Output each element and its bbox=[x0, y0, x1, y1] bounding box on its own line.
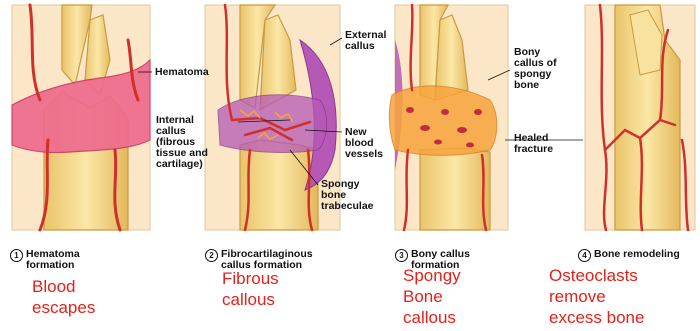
step-2-number: 2 bbox=[205, 249, 218, 262]
panel-2-illustration bbox=[205, 5, 340, 230]
panel-3-illustration bbox=[389, 5, 508, 230]
panel-3-bone-shaft-lower bbox=[420, 148, 490, 230]
panel-3-bony-callus bbox=[389, 86, 496, 155]
step-1-text: Hematoma formation bbox=[26, 249, 80, 271]
caption-osteoclasts: Osteoclasts remove excess bone bbox=[549, 265, 644, 328]
step-3-number: 3 bbox=[395, 249, 408, 262]
label-external-callus: External callus bbox=[345, 30, 386, 52]
label-bony-callus: Bony callus of spongy bone bbox=[514, 47, 557, 91]
step-4-text: Bone remodeling bbox=[594, 249, 680, 260]
panel-1-illustration bbox=[12, 5, 150, 230]
panel-4-illustration bbox=[585, 5, 695, 230]
label-new-blood-vessels: New blood vessels bbox=[345, 127, 383, 160]
label-healed-fracture: Healed fracture bbox=[514, 133, 553, 155]
caption-fibrous-callous: Fibrous callous bbox=[222, 268, 279, 310]
label-internal-callus: Internal callus (fibrous tissue and cart… bbox=[156, 115, 208, 170]
label-spongy-bone-trabeculae: Spongy bone trabeculae bbox=[321, 179, 374, 212]
label-hematoma: Hematoma bbox=[155, 67, 209, 78]
step-1-number: 1 bbox=[10, 249, 23, 262]
step-4-number: 4 bbox=[578, 249, 591, 262]
caption-blood-escapes: Blood escapes bbox=[32, 276, 95, 318]
caption-spongy-bone-callous: Spongy Bone callous bbox=[403, 265, 461, 328]
